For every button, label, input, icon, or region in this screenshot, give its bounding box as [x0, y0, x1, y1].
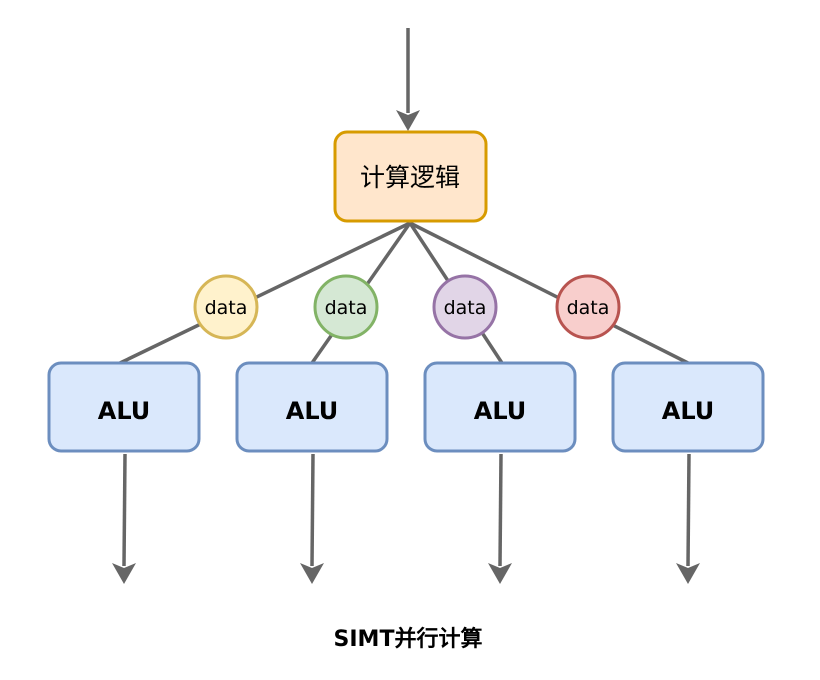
data-node-2: data	[313, 274, 379, 340]
data-circle-4	[555, 274, 621, 340]
data-node-3: data	[432, 274, 498, 340]
output-arrowhead-3	[488, 563, 512, 584]
input-arrow	[396, 28, 420, 131]
alu-label-3: ALU	[474, 397, 527, 425]
alu-node-3: ALU	[423, 361, 577, 453]
output-arrow-3	[488, 453, 512, 584]
alu-label-2: ALU	[286, 397, 339, 425]
alu-node-4: ALU	[611, 361, 765, 453]
alu-box-4	[611, 361, 765, 453]
data-label-4: data	[567, 297, 610, 319]
alu-node-1: ALU	[47, 361, 201, 453]
output-arrowhead-2	[300, 563, 324, 584]
logic-label: 计算逻辑	[360, 163, 460, 192]
logic-node: 计算逻辑	[333, 130, 488, 223]
output-arrow-1	[112, 453, 136, 584]
output-arrow-2	[300, 453, 324, 584]
alu-node-2: ALU	[235, 361, 389, 453]
alu-label-4: ALU	[662, 397, 715, 425]
data-label-3: data	[444, 297, 487, 319]
data-circle-1	[193, 274, 259, 340]
output-arrowhead-1	[112, 563, 136, 584]
output-arrowhead-4	[676, 563, 700, 584]
diagram-caption: SIMT并行计算	[334, 626, 483, 652]
data-label-1: data	[205, 297, 248, 319]
alu-label-1: ALU	[98, 397, 151, 425]
data-label-2: data	[325, 297, 368, 319]
output-arrow-4	[676, 453, 700, 584]
alu-box-2	[235, 361, 389, 453]
data-node-4: data	[555, 274, 621, 340]
edge-to-alu-4	[409, 221, 689, 365]
edge-to-alu-1	[119, 221, 411, 365]
data-node-1: data	[193, 274, 259, 340]
logic-box	[333, 130, 488, 223]
alu-box-1	[47, 361, 201, 453]
data-circle-2	[313, 274, 379, 340]
input-arrowhead	[396, 110, 420, 131]
data-circle-3	[432, 274, 498, 340]
alu-box-3	[423, 361, 577, 453]
output-arrows	[112, 453, 700, 584]
